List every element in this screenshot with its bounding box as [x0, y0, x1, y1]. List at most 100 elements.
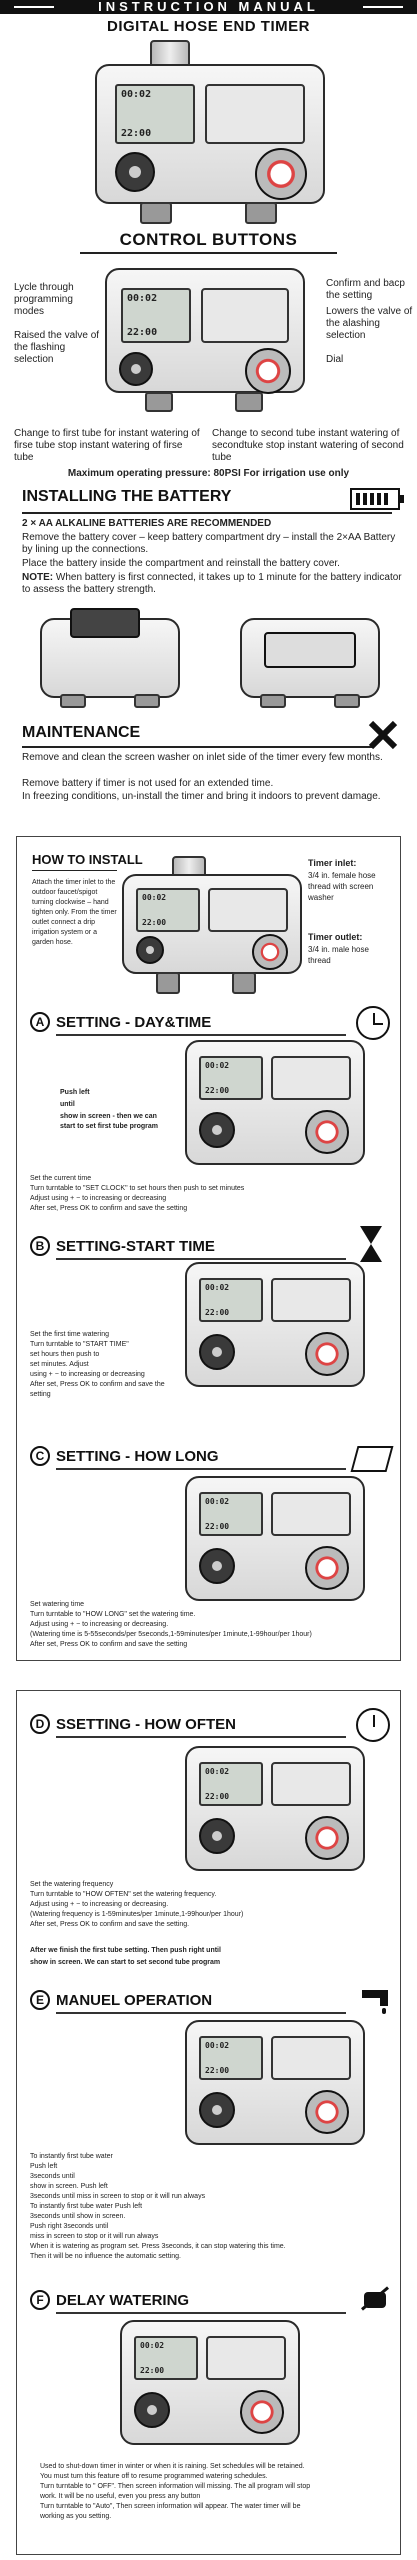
section-e-line: Push left [30, 2163, 58, 2170]
outlet-1 [156, 972, 180, 994]
lcd-line-1: 00:02 [127, 293, 158, 304]
section-c-line: After set, Press OK to confirm and save … [30, 1641, 188, 1648]
clock-hand [373, 1013, 375, 1025]
dial [245, 348, 291, 394]
program-panel [201, 288, 289, 343]
maintenance-underline [22, 746, 372, 748]
section-f-line: work. It will be no useful, even you pre… [40, 2493, 201, 2500]
install-device-illustration: 00:02 22:00 [122, 856, 302, 996]
lcd-screen: 00:02 22:00 [136, 888, 200, 932]
section-f-line: Turn turntable to "Auto", Then screen in… [40, 2503, 301, 2510]
callout-confirm: Confirm and bacp the setting [326, 278, 405, 301]
section-d-line: (Watering frequency is 1-59minutes/per 1… [30, 1911, 244, 1918]
section-a-title: SETTING - DAY&TIME [56, 1014, 212, 1031]
dial [252, 934, 288, 970]
section-e-line: Push right 3seconds until [30, 2223, 109, 2230]
lcd-line-1: 00:02 [205, 2041, 230, 2050]
envelope-icon [350, 1446, 394, 1472]
hourglass-icon [360, 1226, 382, 1262]
section-c-badge: C [30, 1446, 50, 1466]
section-b-line: set minutes. Adjust [30, 1361, 89, 1368]
section-a-device: 00:02 22:00 [185, 1040, 365, 1170]
maintenance-title: MAINTENANCE [22, 724, 141, 741]
control-pad [136, 936, 164, 964]
lcd-line-2: 22:00 [140, 2366, 165, 2375]
section-a-underline [56, 1034, 346, 1036]
section-e-badge: E [30, 1990, 50, 2010]
clock-hand [373, 1023, 383, 1025]
faucet-icon-pipe [362, 1990, 388, 1998]
section-f-line: You must turn this feature off to resume… [40, 2473, 268, 2480]
program-panel [208, 888, 288, 932]
maintenance-p3: In freezing conditions, un-install the t… [22, 791, 381, 802]
outlet-text: 3/4 in. male hose thread [308, 945, 369, 965]
battery-icon [350, 488, 404, 510]
lcd-screen: 00:02 22:00 [199, 1056, 263, 1100]
section-d-bold-1: After we finish the first tube setting. … [30, 1947, 221, 1954]
section-d-device: 00:02 22:00 [185, 1746, 365, 1876]
section-d-underline [56, 1736, 346, 1738]
section-f-device: 00:02 22:00 [120, 2320, 300, 2450]
battery-compartment [70, 608, 140, 638]
section-b-line: After set, Press OK to confirm and save … [30, 1381, 165, 1398]
outlet-2 [235, 392, 263, 412]
control-buttons-underline [80, 252, 337, 254]
control-pad [115, 152, 155, 192]
section-f-title: DELAY WATERING [56, 2292, 190, 2309]
timer-body [40, 618, 180, 698]
faucet-icon-drop [382, 2008, 386, 2014]
section-a-line: Adjust using + − to increasing or decrea… [30, 1195, 167, 1202]
program-panel [205, 84, 305, 144]
outlet-label: Timer outlet: [308, 932, 363, 942]
lcd-line-2: 22:00 [121, 128, 152, 139]
section-b-line: Set the first time watering [30, 1331, 109, 1338]
lcd-line-1: 00:02 [205, 1061, 230, 1070]
section-e-device: 00:02 22:00 [185, 2020, 365, 2150]
hourglass-top [360, 1226, 382, 1244]
tools-icon [366, 718, 400, 752]
lcd-line-2: 22:00 [142, 918, 167, 927]
inlet-label: Timer inlet: [308, 858, 357, 868]
section-b-title: SETTING-START TIME [56, 1238, 215, 1255]
install-underline [32, 870, 117, 871]
instructions-frame-1 [16, 836, 401, 1661]
banner-rule-right [363, 6, 403, 8]
page-title: DIGITAL HOSE END TIMER [107, 18, 310, 35]
lcd-screen: 00:02 22:00 [199, 2036, 263, 2080]
section-f-line: Used to shut-down timer in winter or whe… [40, 2463, 305, 2470]
hero-device-illustration: 00:02 22:00 [95, 40, 325, 225]
battery-note: NOTE: When battery is first connected, i… [22, 572, 402, 596]
battery-title-underline [22, 512, 392, 514]
dial [305, 1332, 349, 1376]
battery-note-label: NOTE: [22, 572, 54, 583]
section-e-line: To instantly first tube water Push left [30, 2203, 143, 2210]
inlet-text: 3/4 in. female hose thread with screen w… [308, 871, 376, 902]
battery-title: INSTALLING THE BATTERY [22, 488, 232, 505]
callout-first-tube: Change to first tube for instant waterin… [14, 428, 200, 463]
section-d-badge: D [30, 1714, 50, 1734]
control-pad [199, 1112, 235, 1148]
lcd-line-1: 00:02 [205, 1767, 230, 1776]
outlet-2 [134, 694, 160, 708]
battery-illustration-closed [240, 608, 380, 708]
section-b-line: set hours then push to [30, 1351, 100, 1358]
lcd-line-2: 22:00 [127, 327, 158, 338]
control-pad [119, 352, 153, 386]
outlet-1 [145, 392, 173, 412]
section-c-line: Set watering time [30, 1601, 85, 1608]
lcd-screen: 00:02 22:00 [199, 1762, 263, 1806]
outlet-2 [245, 202, 277, 224]
faucet-icon [358, 1982, 392, 2016]
section-b-badge: B [30, 1236, 50, 1256]
dial [305, 1546, 349, 1590]
section-a-line: After set, Press OK to confirm and save … [30, 1205, 188, 1212]
section-b-underline [56, 1258, 346, 1260]
section-e-line: To instantly first tube water [30, 2153, 113, 2160]
battery-illustration-open [40, 608, 180, 708]
section-a-push2: until [60, 1101, 75, 1108]
install-title: HOW TO INSTALL [32, 852, 143, 867]
lcd-screen: 00:02 22:00 [115, 84, 195, 144]
